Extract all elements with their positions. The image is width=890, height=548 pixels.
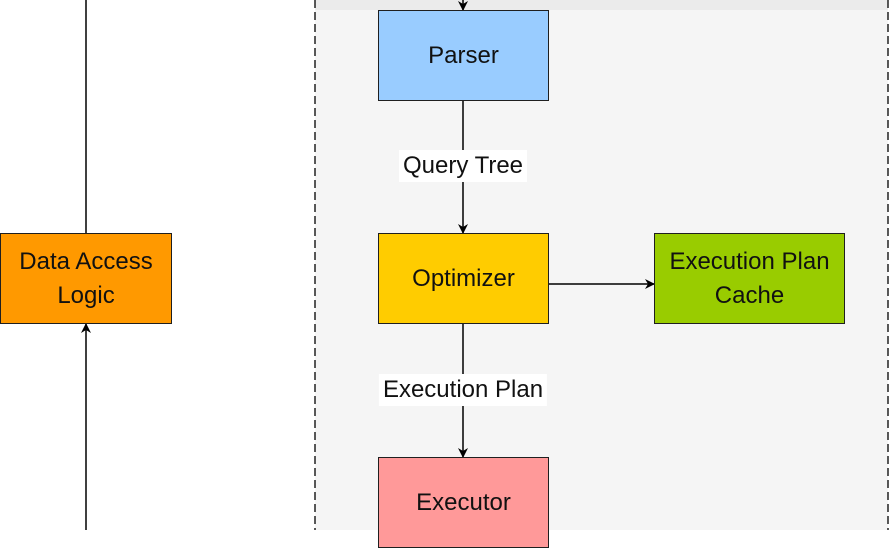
parser-node: Parser: [378, 10, 549, 101]
execution-plan-cache-node: Execution Plan Cache: [654, 233, 845, 324]
optimizer-node: Optimizer: [378, 233, 549, 324]
edge-label-execution-plan: Execution Plan: [378, 374, 548, 406]
data-access-logic-node: Data Access Logic: [0, 233, 172, 324]
edge-label-query-tree: Query Tree: [398, 150, 528, 182]
executor-node: Executor: [378, 457, 549, 548]
